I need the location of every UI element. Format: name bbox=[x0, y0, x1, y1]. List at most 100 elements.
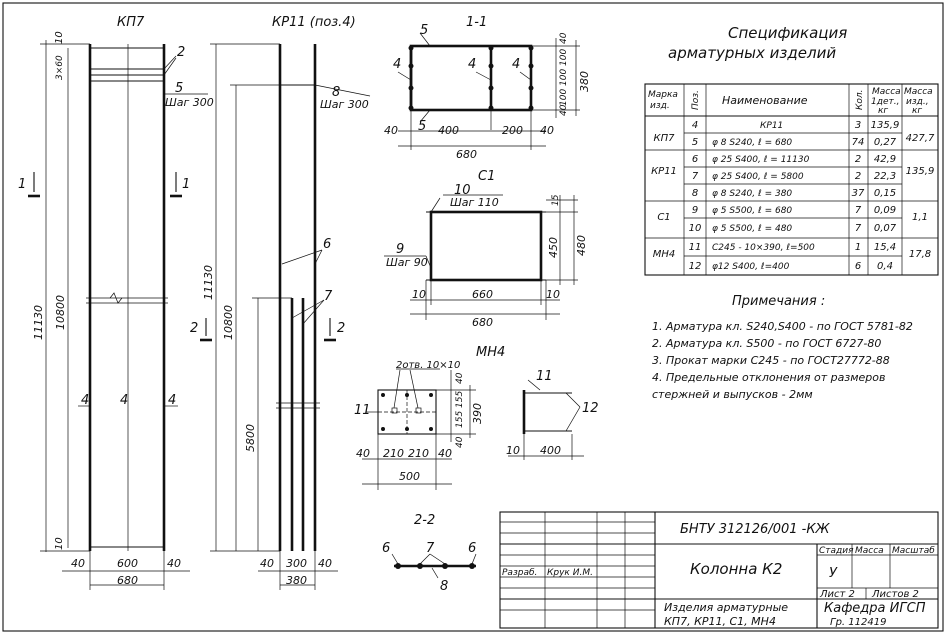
spec-row-qty: 74 bbox=[852, 137, 865, 148]
cut-2-left-label: 2 bbox=[190, 321, 198, 336]
spec-row-name: φ 25 S400, ℓ = 11130 bbox=[712, 155, 810, 165]
section-2-2: 2-2 6 7 6 8 bbox=[382, 513, 477, 594]
sec22-title: 2-2 bbox=[414, 513, 435, 528]
c1-step-90: Шаг 90 bbox=[386, 256, 428, 269]
spec-row-mass-total: 135,9 bbox=[906, 166, 935, 177]
sec22-pos-6b: 6 bbox=[468, 541, 476, 556]
mn4-h40b: 40 bbox=[438, 447, 452, 460]
spec-row-mass-one: 135,9 bbox=[871, 120, 900, 131]
tb-sheets: Листов 2 bbox=[871, 589, 919, 600]
spec-header-m1-a: Масса bbox=[872, 87, 901, 97]
tb-stage: У bbox=[829, 566, 838, 581]
spec-row-pos: 5 bbox=[692, 137, 698, 148]
cut-1-right-label: 1 bbox=[182, 177, 190, 192]
spec-row-mark: С1 bbox=[657, 212, 670, 223]
tb-group: Гр. 112419 bbox=[830, 617, 886, 628]
tb-mass-header: Масса bbox=[855, 546, 884, 556]
spec-header-mark-1: Марка bbox=[648, 90, 678, 100]
spec-header-mark-2: изд. bbox=[650, 101, 670, 111]
sec11-h40a: 40 bbox=[384, 124, 398, 137]
spec-row-mass-one: 0,15 bbox=[874, 188, 896, 199]
sec11-v40a: 40 bbox=[559, 32, 569, 44]
sec11-v100c: 100 bbox=[559, 89, 569, 106]
mn4-pos-12: 12 bbox=[582, 401, 599, 416]
spec-row-mark: КР11 bbox=[651, 166, 677, 177]
spec-row-pos: 6 bbox=[692, 154, 698, 165]
tb-sheet: Лист 2 bbox=[819, 589, 855, 600]
spec-row-mass-one: 0,4 bbox=[877, 261, 893, 272]
kp7-pos-4b: 4 bbox=[120, 393, 128, 408]
spec-row-name: КР11 bbox=[760, 121, 783, 131]
spec-row-name: φ 5 S500, ℓ = 680 bbox=[712, 206, 792, 216]
spec-row-name: С245 - 10×390, ℓ=500 bbox=[712, 243, 815, 253]
spec-row-pos: 7 bbox=[692, 171, 699, 182]
sec11-pos-5-top: 5 bbox=[420, 23, 428, 38]
sec11-pos-5-bottom: 5 bbox=[418, 119, 426, 134]
spec-row-mass-total: 427,7 bbox=[906, 133, 935, 144]
spec-row-name: φ12 S400, ℓ=400 bbox=[712, 262, 790, 272]
spec-row-name: φ 5 S500, ℓ = 480 bbox=[712, 224, 792, 234]
mn4-v40b: 40 bbox=[455, 436, 465, 448]
sec11-pos-4c: 4 bbox=[512, 57, 520, 72]
kp7-pos-4c: 4 bbox=[168, 393, 176, 408]
c1-pos-10: 10 bbox=[454, 183, 471, 198]
spec-row-pos: 11 bbox=[689, 242, 702, 253]
kr11-dim-10800: 10800 bbox=[222, 305, 235, 340]
kp7-dim-40a: 40 bbox=[71, 557, 85, 570]
kr11-dim-11130: 11130 bbox=[202, 265, 215, 300]
spec-header-mt-b: изд., bbox=[906, 97, 929, 107]
sec22-pos-8: 8 bbox=[440, 579, 448, 594]
spec-row-qty: 2 bbox=[855, 171, 861, 182]
mn4-side-10: 10 bbox=[506, 444, 520, 457]
kp7-pos-4a: 4 bbox=[81, 393, 89, 408]
spec-row-mass-total: 17,8 bbox=[909, 249, 931, 260]
spec-row-mass-one: 15,4 bbox=[874, 242, 896, 253]
spec-header-m1-b: 1дет., bbox=[871, 97, 899, 107]
kr11-title: КР11 (поз.4) bbox=[272, 15, 356, 30]
tb-scale-header: Масштаб bbox=[892, 546, 935, 556]
note-line: 4. Предельные отклонения от размеров bbox=[652, 371, 885, 384]
kp7-dim-40b: 40 bbox=[167, 557, 181, 570]
kp7-pos-5: 5 bbox=[175, 81, 183, 96]
spec-header-qty: Кол. bbox=[855, 89, 865, 110]
spec-row-mass-one: 42,9 bbox=[874, 154, 896, 165]
spec-row-pos: 12 bbox=[689, 261, 702, 272]
note-line: 3. Прокат марки С245 - по ГОСТ27772-88 bbox=[652, 354, 890, 367]
spec-row-pos: 4 bbox=[692, 120, 698, 131]
mn4-holes: 2отв. 10×10 bbox=[396, 360, 460, 371]
sec11-h680: 680 bbox=[456, 148, 477, 161]
spec-row-mass-one: 0,07 bbox=[874, 223, 897, 234]
spec-header-mt-c: кг bbox=[912, 106, 922, 116]
note-line: 1. Арматура кл. S240,S400 - по ГОСТ 5781… bbox=[652, 320, 913, 333]
kp7-pos-2: 2 bbox=[177, 45, 185, 60]
c1-title: С1 bbox=[478, 169, 495, 184]
kr11-pos-7: 7 bbox=[324, 289, 333, 304]
spec-header-pos: Поз. bbox=[691, 90, 701, 110]
spec-row-mass-one: 0,09 bbox=[874, 205, 896, 216]
c1-mesh: С1 10 Шаг 110 9 Шаг 90 15 450 480 10 660… bbox=[384, 169, 588, 329]
mn4-v155b: 155 bbox=[455, 411, 465, 428]
kp7-title: КП7 bbox=[117, 15, 145, 30]
tb-dept: Кафедра ИГСП bbox=[824, 601, 926, 616]
notes-block: Примечания : 1. Арматура кл. S240,S400 -… bbox=[652, 294, 913, 401]
mn4-h210a: 210 bbox=[383, 447, 404, 460]
spec-row-mark: КП7 bbox=[654, 133, 676, 144]
spec-heading: Спецификация арматурных изделий bbox=[668, 24, 847, 62]
sec11-h400: 400 bbox=[438, 124, 459, 137]
c1-h660: 660 bbox=[472, 288, 493, 301]
tb-author: Крук И.М. bbox=[547, 568, 593, 578]
sec11-v100b: 100 bbox=[559, 69, 569, 86]
mn4-title: МН4 bbox=[476, 345, 505, 360]
kp7-dim-11130: 11130 bbox=[32, 305, 45, 340]
spec-header-m1-c: кг bbox=[878, 106, 888, 116]
mn4-h500: 500 bbox=[399, 470, 420, 483]
tb-name: Колонна К2 bbox=[690, 560, 782, 578]
spec-row-mass-one: 22,3 bbox=[874, 171, 896, 182]
c1-v480: 480 bbox=[575, 235, 588, 256]
kr11-dim-40a: 40 bbox=[260, 557, 274, 570]
spec-row-qty: 37 bbox=[852, 188, 865, 199]
spec-title-1: Спецификация bbox=[728, 24, 847, 42]
spec-row-mass-one: 0,27 bbox=[874, 137, 897, 148]
spec-row-name: φ 25 S400, ℓ = 5800 bbox=[712, 172, 804, 182]
